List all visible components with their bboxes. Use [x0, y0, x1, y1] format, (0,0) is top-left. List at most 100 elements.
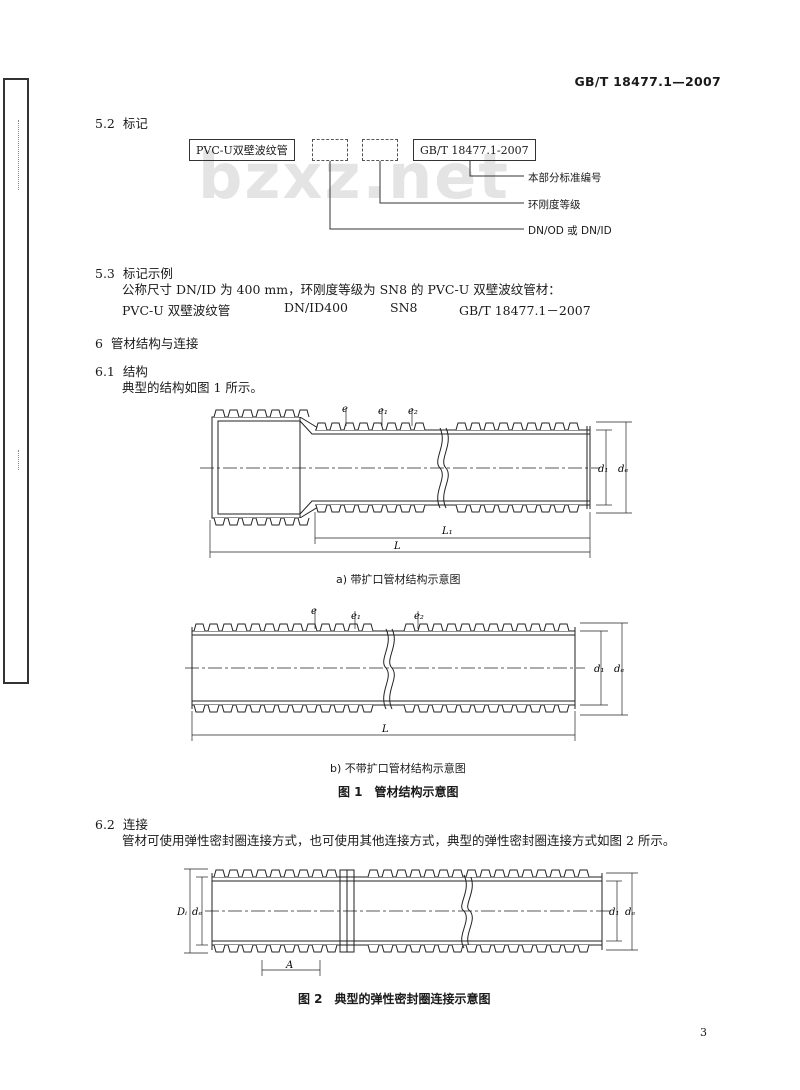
corrugation-rib [403, 623, 416, 632]
corrugation-rib [283, 409, 296, 418]
corrugation-rib [319, 623, 332, 632]
corrugation-rib [515, 623, 528, 632]
corrugation-rib [269, 944, 282, 953]
corrugation-rib [399, 422, 412, 431]
corrugation-rib [493, 869, 506, 878]
example-sn: SN8 [390, 300, 418, 315]
corrugation-rib [343, 422, 356, 431]
corrugation-rib [577, 869, 590, 878]
corrugation-rib [213, 409, 226, 418]
corrugation-rib [465, 944, 478, 953]
marking-example-row: PVC-U 双壁波纹管 DN/ID400 SN8 GB/T 18477.1－20… [122, 300, 622, 318]
corrugation-rib [473, 623, 486, 632]
section-6-1-heading: 6.1 结构 [95, 361, 148, 380]
corrugation-rib [367, 869, 380, 878]
corrugation-rib [529, 704, 542, 713]
section-6-heading: 6 管材结构与连接 [95, 333, 198, 352]
section-5-3-heading: 5.3 标记示例 [95, 263, 173, 282]
corrugation-rib [213, 869, 226, 878]
corrugation-rib [529, 623, 542, 632]
corrugation-rib [553, 504, 566, 513]
corrugation-rib [487, 704, 500, 713]
corrugation-rib [315, 422, 328, 431]
corrugation-rib [207, 704, 220, 713]
corrugation-rib [343, 504, 356, 513]
corrugation-rib [255, 869, 268, 878]
corrugation-rib [241, 944, 254, 953]
corrugation-rib [455, 422, 468, 431]
corrugation-rib [315, 504, 328, 513]
figure-1b-caption: b) 不带扩口管材结构示意图 [330, 762, 466, 775]
corrugation-rib [413, 422, 426, 431]
label-ring-stiffness: 环刚度等级 [528, 199, 581, 211]
dim-de-label: dₑ [192, 907, 202, 918]
corrugation-rib [501, 623, 514, 632]
section-6-2-text: 管材可使用弹性密封圈连接方式，也可使用其他连接方式，典型的弹性密封圈连接方式如图… [122, 833, 676, 848]
corrugation-rib [347, 623, 360, 632]
corrugation-rib [381, 944, 394, 953]
corrugation-rib [347, 704, 360, 713]
corrugation-rib [227, 409, 240, 418]
corrugation-rib [193, 623, 206, 632]
corrugation-rib [221, 704, 234, 713]
corrugation-rib [325, 869, 338, 878]
corrugation-rib [557, 623, 570, 632]
corrugation-rib [483, 422, 496, 431]
corrugation-rib [413, 504, 426, 513]
corrugation-rib [521, 869, 534, 878]
corrugation-rib [329, 422, 342, 431]
watermark: bzxz.net [198, 140, 510, 213]
corrugation-rib [403, 704, 416, 713]
corrugation-rib [511, 422, 524, 431]
dim-L-label: L [381, 724, 389, 735]
corrugation-rib [227, 869, 240, 878]
section-number: 5.2 [95, 116, 115, 131]
section-5-2-heading: 5.2 标记 [95, 113, 148, 132]
corrugation-rib [543, 623, 556, 632]
figure-1-caption: 图 1 管材结构示意图 [338, 785, 459, 799]
corrugation-rib [543, 704, 556, 713]
corrugation-rib [241, 869, 254, 878]
marking-box-dn [312, 139, 348, 161]
corrugation-rib [567, 422, 580, 431]
corrugation-rib [399, 504, 412, 513]
marking-example-text: 公称尺寸 DN/ID 为 400 mm，环刚度等级为 SN8 的 PVC-U 双… [122, 282, 561, 297]
dim-e2-label: e₂ [414, 611, 424, 622]
dim-L-label: L [393, 541, 401, 552]
corrugation-rib [255, 517, 268, 526]
figure-1a-caption: a) 带扩口管材结构示意图 [336, 573, 461, 586]
corrugation-rib [549, 944, 562, 953]
corrugation-rib [511, 504, 524, 513]
corrugation-rib [521, 944, 534, 953]
standard-code: GB/T 18477.1—2007 [574, 74, 721, 89]
corrugation-rib [423, 869, 436, 878]
corrugation-rib [507, 944, 520, 953]
corrugation-rib [297, 944, 310, 953]
corrugation-rib [361, 623, 374, 632]
corrugation-rib [423, 944, 436, 953]
corrugation-rib [277, 623, 290, 632]
label-dn: DN/OD 或 DN/ID [528, 225, 612, 237]
corrugation-rib [283, 944, 296, 953]
corrugation-rib [451, 869, 464, 878]
section-number: 6.1 [95, 364, 115, 379]
page-number: 3 [700, 1026, 707, 1039]
corrugation-rib [451, 944, 464, 953]
corrugation-rib [385, 504, 398, 513]
corrugation-rib [437, 944, 450, 953]
corrugation-rib [329, 504, 342, 513]
figure-1b-plain-pipe: e e₁ e₂ d₁ dₑ L [185, 606, 628, 741]
corrugation-rib [501, 704, 514, 713]
corrugation-rib [291, 704, 304, 713]
section-6-1-text: 典型的结构如图 1 所示。 [122, 380, 263, 395]
section-6-2-heading: 6.2 连接 [95, 814, 148, 833]
corrugation-rib [311, 944, 324, 953]
dim-d1-label: d₁ [598, 464, 608, 475]
corrugation-rib [249, 704, 262, 713]
corrugation-rib [563, 944, 576, 953]
dim-A-label: A [285, 960, 293, 971]
corrugation-rib [213, 944, 226, 953]
example-standard: GB/T 18477.1－2007 [459, 303, 591, 318]
corrugation-rib [557, 704, 570, 713]
marking-leader-lines [329, 161, 524, 230]
